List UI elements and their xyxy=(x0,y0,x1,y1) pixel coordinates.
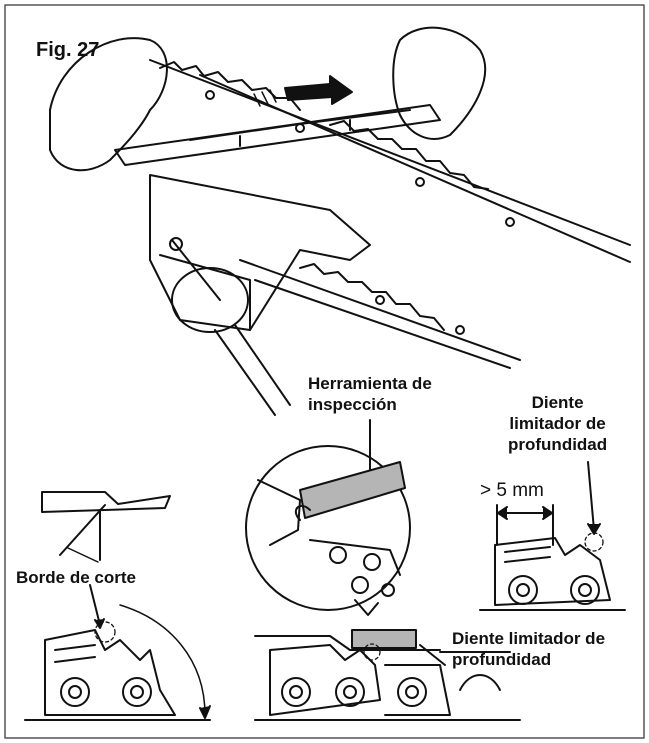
figure-border xyxy=(4,4,645,739)
label-inspection-tool-line1: Herramienta de xyxy=(308,374,432,393)
gauge-plate xyxy=(351,629,417,649)
chain-with-gauge xyxy=(254,629,521,721)
label-gap-measure: > 5 mm xyxy=(480,480,544,501)
left-hand xyxy=(49,37,168,172)
label-cutting-edge: Borde de corte xyxy=(16,568,136,587)
label-depth-gauge-bottom: Diente limitador de profundidad xyxy=(452,628,605,670)
chainsaw-bar-illustration xyxy=(49,26,631,416)
label-depth-bottom-line2: profundidad xyxy=(452,650,552,669)
cutter-side-view xyxy=(24,491,211,721)
file-tool xyxy=(114,104,441,166)
motion-arrow xyxy=(284,75,353,105)
label-depth-bottom-line1: Diente limitador de xyxy=(452,629,606,648)
label-inspection-tool: Herramienta de inspección xyxy=(308,373,432,415)
inspection-tool xyxy=(299,461,406,519)
label-depth-right-line3: profundidad xyxy=(508,435,608,454)
inspection-magnifier xyxy=(245,419,411,616)
label-inspection-tool-line2: inspección xyxy=(308,395,397,414)
vise xyxy=(149,174,371,331)
label-depth-right-line1: Diente xyxy=(531,393,584,412)
label-depth-right-line2: limitador de xyxy=(509,414,606,433)
right-hand xyxy=(392,26,487,140)
label-depth-gauge-right: Diente limitador de profundidad xyxy=(508,392,607,455)
depth-gauge-view xyxy=(479,461,626,611)
edge-arrow xyxy=(89,584,101,626)
figure-title: Fig. 27 xyxy=(36,39,100,61)
magnifier-circle xyxy=(245,445,411,611)
